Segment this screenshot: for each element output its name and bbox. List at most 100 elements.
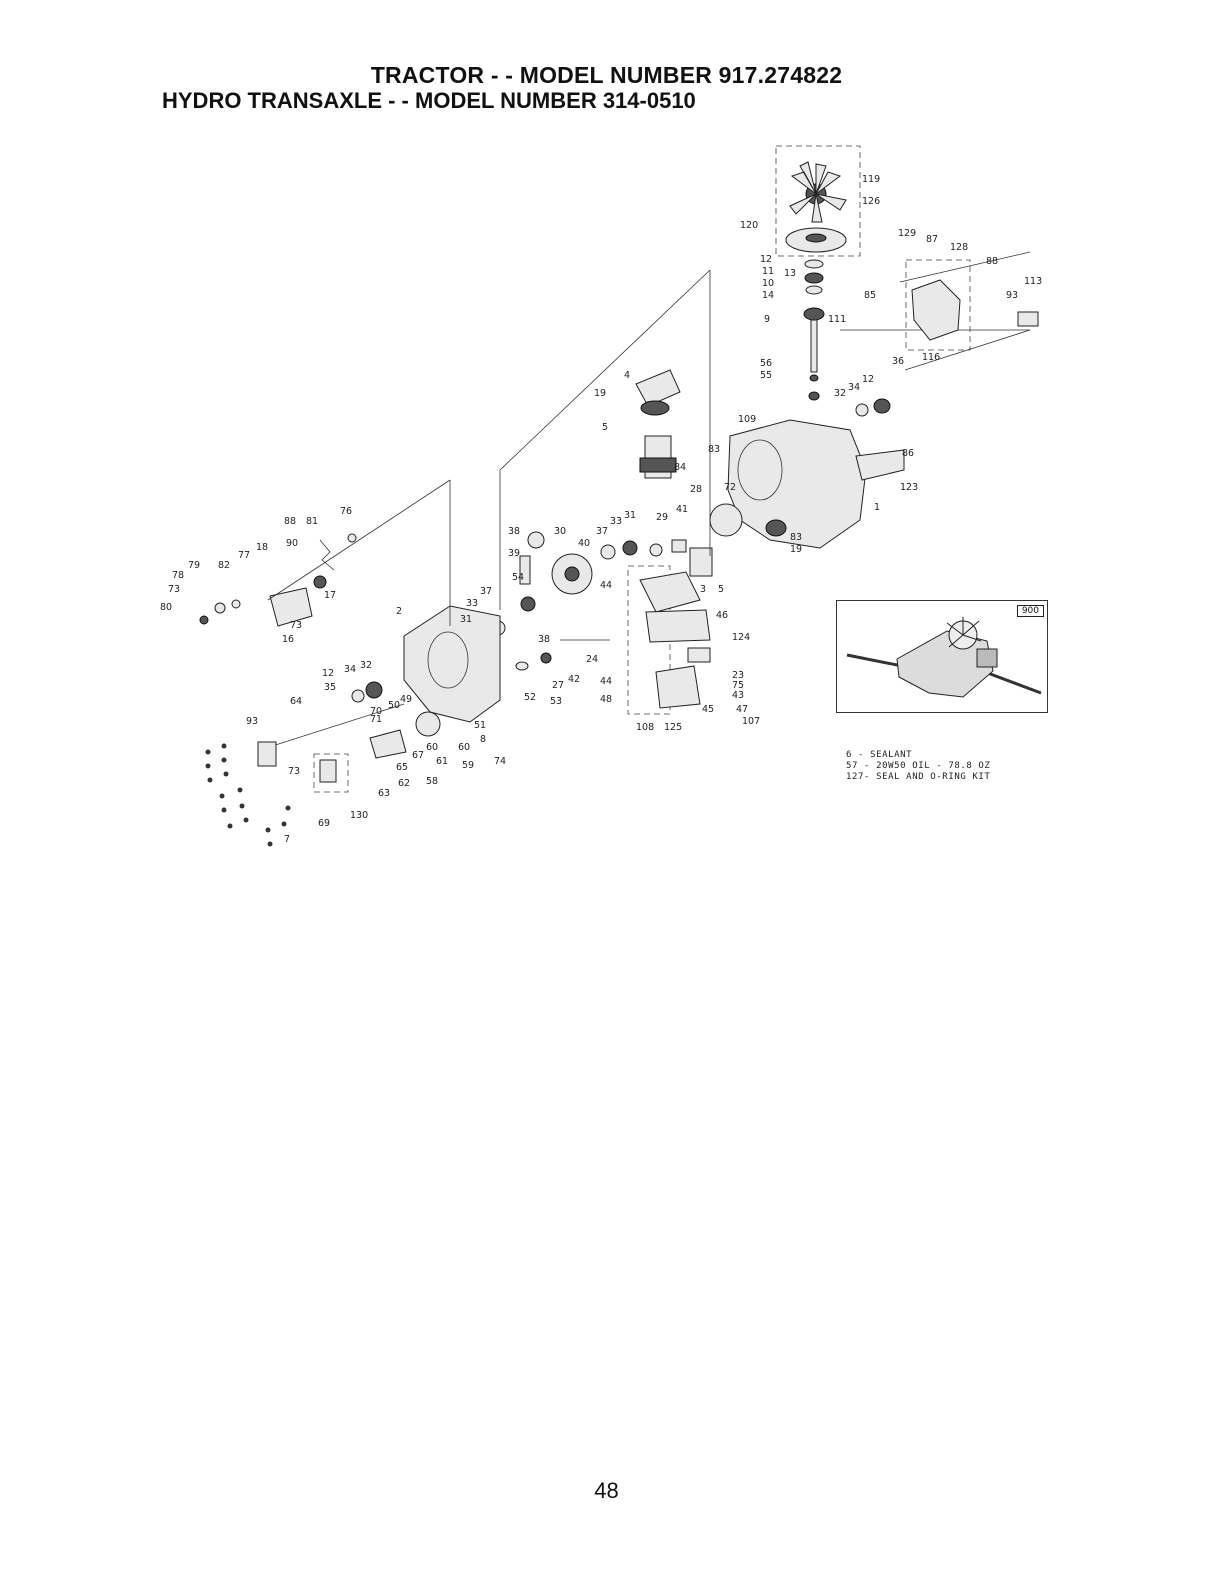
callout: 38	[538, 634, 550, 645]
mounting-bracket	[855, 449, 905, 481]
callout: 87	[926, 234, 938, 245]
callout: 24	[586, 654, 598, 665]
gear	[622, 540, 638, 556]
callout: 29	[656, 512, 668, 523]
washer	[231, 599, 241, 609]
callout: 19	[594, 388, 606, 399]
callout: 85	[864, 290, 876, 301]
callout: 3	[700, 584, 706, 595]
callout: 86	[902, 448, 914, 459]
callout: 4	[624, 370, 630, 381]
callout: 61	[436, 756, 448, 767]
fan-assembly-box	[775, 145, 861, 257]
callout: 33	[466, 598, 478, 609]
callout: 93	[1006, 290, 1018, 301]
callout: 51	[474, 720, 486, 731]
side-cover	[911, 279, 961, 341]
leader-line	[499, 269, 711, 471]
callout: 62	[398, 778, 410, 789]
gear	[649, 543, 663, 557]
callout: 90	[286, 538, 298, 549]
bearing	[765, 519, 787, 537]
seal	[808, 391, 820, 401]
callout: 5	[602, 422, 608, 433]
spring	[319, 539, 335, 571]
bearing	[803, 307, 825, 321]
callout: 59	[462, 760, 474, 771]
callout: 116	[922, 352, 940, 363]
bearing	[640, 400, 670, 416]
assembly-illustration	[846, 617, 1042, 698]
callout: 42	[568, 674, 580, 685]
seal	[809, 374, 819, 382]
callout: 46	[716, 610, 728, 621]
pulley-hub	[805, 233, 827, 243]
inset-reference-number: 900	[1016, 605, 1044, 617]
callout: 124	[732, 632, 750, 643]
bolt	[347, 533, 357, 543]
callout: 38	[508, 526, 520, 537]
callout: 88	[284, 516, 296, 527]
bearing	[365, 681, 383, 699]
callout: 83	[790, 532, 802, 543]
callout: 72	[724, 482, 736, 493]
left-housing	[403, 605, 501, 723]
callout: 77	[238, 550, 250, 561]
callout: 30	[554, 526, 566, 537]
callout: 31	[460, 614, 472, 625]
callout: 129	[898, 228, 916, 239]
input-shaft	[810, 319, 818, 373]
callout: 18	[256, 542, 268, 553]
callout: 49	[400, 694, 412, 705]
callout: 34	[848, 382, 860, 393]
control-arm	[687, 647, 711, 663]
callout: 27	[552, 680, 564, 691]
callout: 48	[600, 694, 612, 705]
bearing	[804, 272, 824, 284]
washer	[520, 596, 536, 612]
cover-box	[905, 259, 971, 351]
callout: 123	[900, 482, 918, 493]
callout: 80	[160, 602, 172, 613]
coupler	[671, 539, 687, 553]
page-subtitle: HYDRO TRANSAXLE - - MODEL NUMBER 314-051…	[162, 88, 696, 113]
page-number: 48	[594, 1478, 619, 1503]
callout: 81	[306, 516, 318, 527]
callout: 71	[370, 714, 382, 725]
callout: 76	[340, 506, 352, 517]
callout: 35	[324, 682, 336, 693]
callout: 70	[370, 706, 382, 717]
callout: 79	[188, 560, 200, 571]
callout-labels: 119 126 120 129 87 128 12 11 13 10 14 88…	[160, 174, 1042, 845]
callout: 45	[702, 704, 714, 715]
callout: 73	[290, 620, 302, 631]
cooling-fan	[789, 161, 847, 223]
callout: 10	[762, 278, 774, 289]
right-axle	[899, 251, 1031, 283]
callout: 54	[512, 572, 524, 583]
callout: 8	[480, 734, 486, 745]
callout: 63	[378, 788, 390, 799]
callout: 128	[950, 242, 968, 253]
callout: 13	[784, 268, 796, 279]
gear	[600, 544, 616, 560]
callout: 64	[290, 696, 302, 707]
filter	[655, 665, 701, 709]
callout: 88	[986, 256, 998, 267]
callout: 32	[834, 388, 846, 399]
washer	[855, 403, 869, 417]
left-axle	[265, 703, 405, 749]
callout: 84	[674, 462, 686, 473]
callout: 1	[874, 502, 880, 513]
washer	[804, 259, 824, 269]
callout: 111	[828, 314, 846, 325]
callout: 32	[360, 660, 372, 671]
callout: 50	[388, 700, 400, 711]
housing-bore	[427, 631, 469, 689]
housing-bore	[737, 439, 783, 501]
callout: 9	[764, 314, 770, 325]
washer	[515, 661, 529, 671]
callout: 36	[892, 356, 904, 367]
brake-arm	[369, 729, 407, 759]
brake-kit-box	[313, 753, 349, 793]
